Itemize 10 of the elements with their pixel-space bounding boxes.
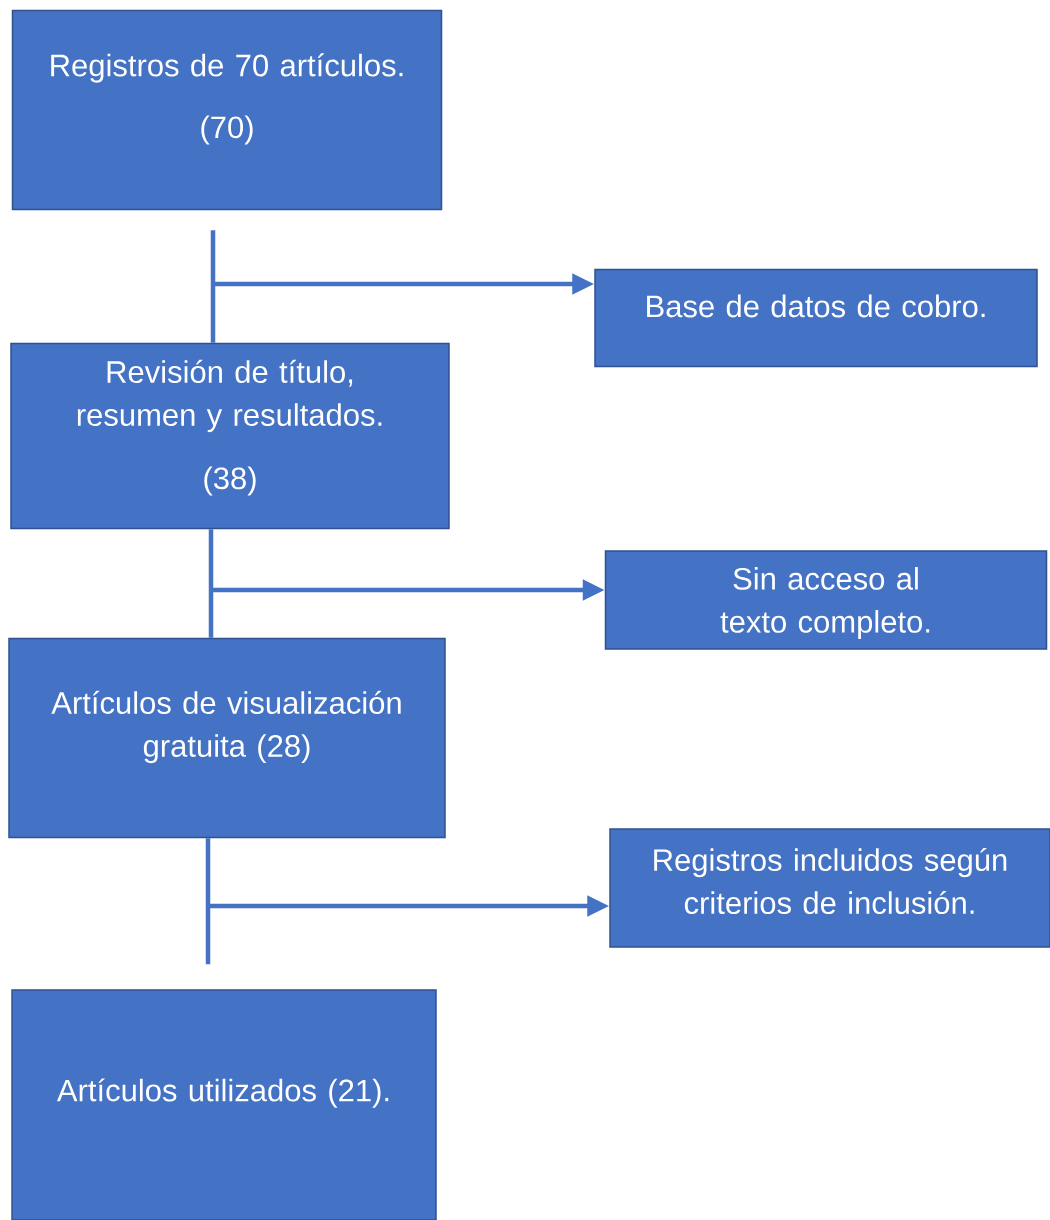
connector-line — [208, 529, 214, 638]
process-box: Base de datos de cobro. — [594, 268, 1038, 368]
process-box: Registros incluidos según criterios de inclusión. — [609, 828, 1050, 948]
process-box: Sin acceso al texto completo. — [604, 550, 1048, 650]
connector-line — [210, 230, 216, 343]
process-box: Artículos de visualización gratuita (28) — [8, 637, 446, 839]
connector-line — [205, 838, 211, 965]
process-box: Artículos utilizados (21). — [11, 989, 437, 1220]
process-box: Registros de 70 artículos. (70) — [11, 9, 443, 211]
process-box: Revisión de título, resumen y resultados. (38) — [10, 342, 450, 530]
